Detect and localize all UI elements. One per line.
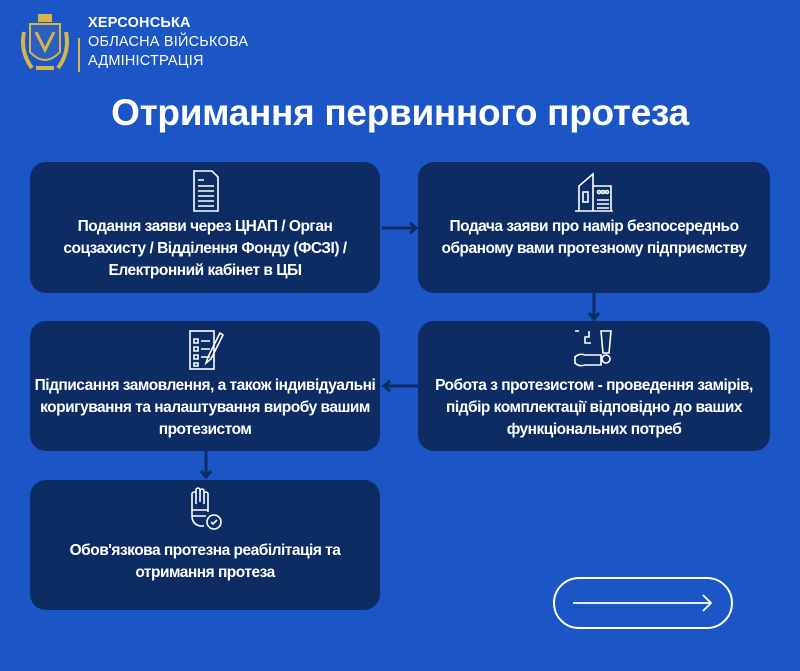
arrow-down-3-to-5 xyxy=(199,451,213,480)
next-button[interactable] xyxy=(553,577,733,629)
org-line-3: АДМІНІСТРАЦІЯ xyxy=(88,53,204,69)
building-icon xyxy=(575,172,613,212)
divider xyxy=(78,38,80,72)
coat-of-arms-logo xyxy=(21,14,69,70)
step-1-text: Подання заяви через ЦНАП / Орган соцзахи… xyxy=(63,218,347,279)
step-5-card: Обов'язкова протезна реабілітація та отр… xyxy=(30,480,380,610)
step-4-card: Робота з протезистом - проведення замірі… xyxy=(418,321,770,451)
step-2-text: Подача заяви про намір безпосередньо обр… xyxy=(441,218,748,257)
clipboard-checklist-icon xyxy=(189,330,225,370)
arrow-right-1-to-2 xyxy=(382,221,419,235)
arrow-right-icon xyxy=(573,594,713,612)
page-title: Отримання первинного протеза xyxy=(111,92,689,133)
step-2-card: Подача заяви про намір безпосередньо обр… xyxy=(418,162,770,293)
document-icon xyxy=(193,170,219,212)
org-line-2: ОБЛАСНА ВІЙСЬКОВА xyxy=(88,34,249,50)
step-4-text: Робота з протезистом - проведення замірі… xyxy=(435,377,753,438)
step-5-text: Обов'язкова протезна реабілітація та отр… xyxy=(69,542,341,581)
step-3-text: Підписання замовлення, а також індивідуа… xyxy=(34,377,376,438)
arrow-left-4-to-3 xyxy=(381,379,418,393)
org-line-1: ХЕРСОНСЬКА xyxy=(88,15,191,31)
step-3-card: Підписання замовлення, а також індивідуа… xyxy=(30,321,380,451)
organization-name: ХЕРСОНСЬКА ОБЛАСНА ВІЙСЬКОВА АДМІНІСТРАЦ… xyxy=(88,14,248,71)
arrow-down-2-to-4 xyxy=(587,293,601,322)
prosthetic-hand-check-icon xyxy=(191,487,222,530)
step-1-card: Подання заяви через ЦНАП / Орган соцзахи… xyxy=(30,162,380,293)
prosthetic-arm-icon xyxy=(574,330,612,367)
